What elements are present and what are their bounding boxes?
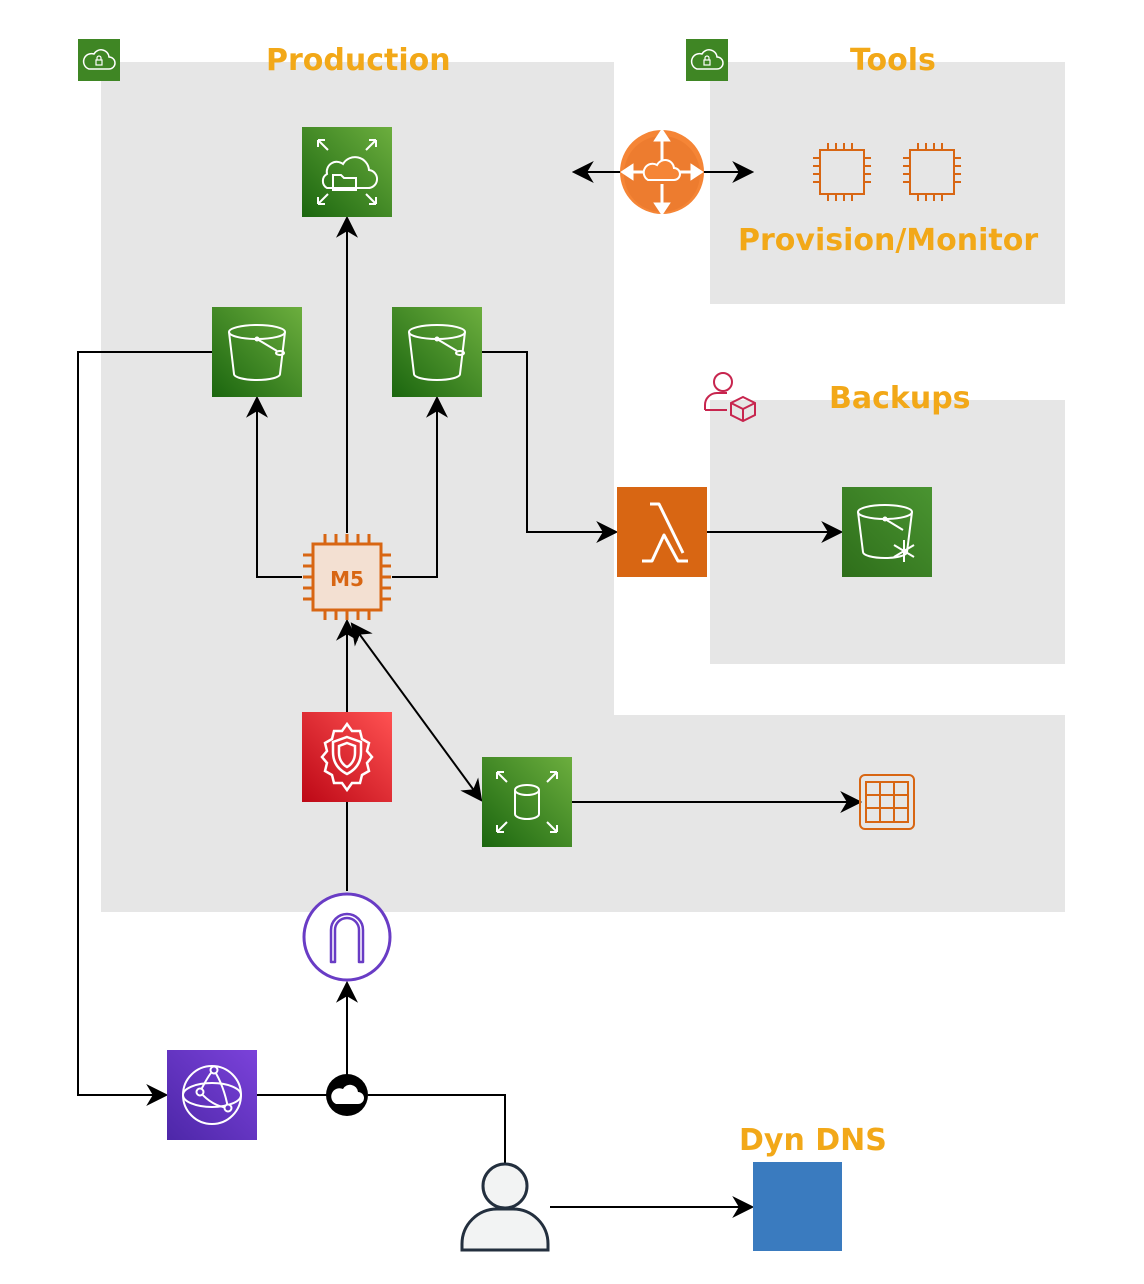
connectors <box>77 161 863 1218</box>
dyn-dns-label: Dyn DNS <box>739 1123 887 1158</box>
dynamodb-table-icon <box>859 774 915 830</box>
s3-bucket-icon <box>212 307 302 397</box>
user-icon <box>460 1162 550 1252</box>
vpc-lock-icon <box>686 39 728 81</box>
provision-monitor-label: Provision/Monitor <box>738 223 1039 258</box>
production-group-label: Production <box>266 43 451 78</box>
rds-database-icon <box>482 757 572 847</box>
tools-group <box>710 62 1065 304</box>
s3-glacier-icon <box>842 487 932 577</box>
iam-account-icon <box>704 372 756 423</box>
dyn-dns-box <box>753 1162 842 1251</box>
internet-gateway-icon <box>302 892 392 982</box>
vpc-lock-icon <box>78 39 120 81</box>
backups-group-label: Backups <box>829 381 971 416</box>
vpc-router-icon <box>620 128 704 216</box>
shield-waf-icon <box>302 712 392 802</box>
efs-icon <box>302 127 392 217</box>
s3-bucket-icon <box>392 307 482 397</box>
ec2-instance-icon <box>813 143 871 201</box>
ec2-instance-type: M5 <box>330 567 364 591</box>
lambda-icon <box>617 487 707 577</box>
cloudfront-icon <box>167 1050 257 1140</box>
ec2-instance-icon: M5 <box>303 534 391 620</box>
ec2-instance-icon <box>903 143 961 201</box>
internet-cloud-icon <box>326 1074 368 1116</box>
tools-group-label: Tools <box>850 43 936 78</box>
